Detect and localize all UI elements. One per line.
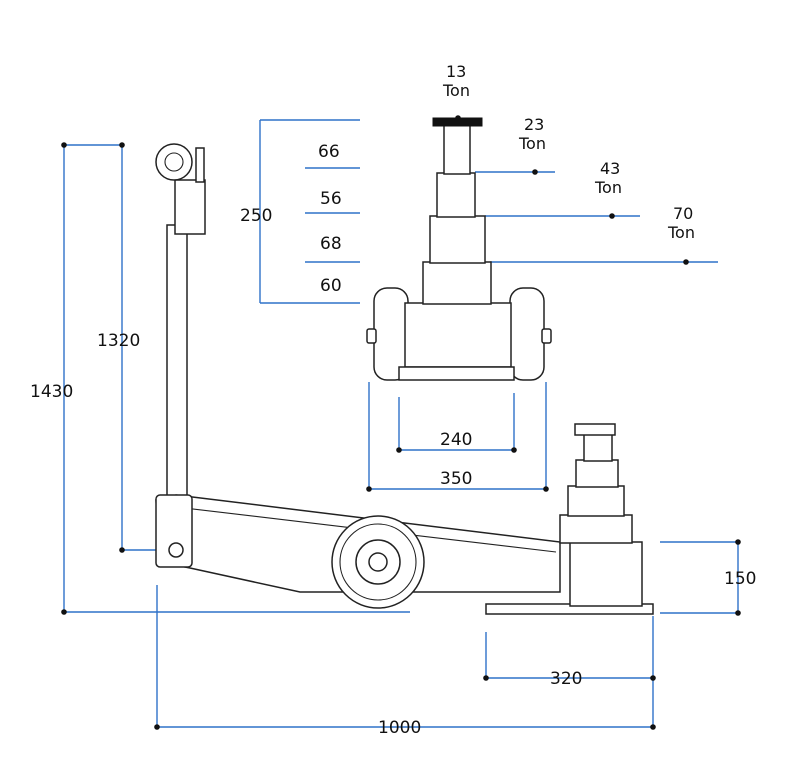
- dot: [483, 675, 489, 681]
- label-inner-width: 240: [440, 430, 472, 450]
- dot: [650, 724, 656, 730]
- label-handle-height: 1320: [97, 331, 140, 351]
- axle-cap-right: [541, 328, 552, 344]
- wheel-rim: [339, 523, 417, 601]
- front-body: [404, 302, 512, 368]
- dot: [396, 447, 402, 453]
- ram-stage-4: [583, 433, 613, 462]
- ext-stage-4: [443, 124, 471, 175]
- label-stroke-total: 250: [240, 206, 272, 226]
- dot: [366, 486, 372, 492]
- label-outer-width: 350: [440, 469, 472, 489]
- handle-valve-block: [174, 179, 206, 235]
- label-stage-1: 66: [318, 142, 340, 162]
- pivot-pin: [168, 542, 184, 558]
- dot: [650, 675, 656, 681]
- dot: [61, 142, 67, 148]
- ext-saddle: [432, 117, 483, 127]
- cylinder-housing: [569, 541, 643, 607]
- jack-front-view: [366, 117, 552, 381]
- capacity-23-unit: Ton: [518, 134, 546, 153]
- dot: [543, 486, 549, 492]
- front-wheel-right: [509, 287, 545, 381]
- wheel-axle: [368, 552, 388, 572]
- label-stage-3: 68: [320, 234, 342, 254]
- saddle: [574, 423, 616, 436]
- dot: [119, 547, 125, 553]
- dot: [735, 539, 741, 545]
- front-wheel-left: [373, 287, 409, 381]
- capacity-13-value: 13: [446, 62, 466, 81]
- ram-stage-2: [567, 485, 625, 517]
- dot: [532, 169, 538, 175]
- ext-stage-3: [436, 172, 476, 218]
- ram-stage-1: [559, 514, 633, 544]
- jack-side-view: [155, 143, 654, 615]
- dot: [609, 213, 615, 219]
- dimension-lines: [63, 119, 739, 728]
- dot: [61, 609, 67, 615]
- label-base-length: 320: [550, 669, 582, 689]
- ext-stage-2: [429, 215, 486, 264]
- capacity-43-value: 43: [600, 159, 620, 178]
- label-stage-2: 56: [320, 189, 342, 209]
- axle-cap-left: [366, 328, 377, 344]
- ram-stage-3: [575, 459, 619, 488]
- capacity-13-unit: Ton: [442, 81, 470, 100]
- dimension-dots: [61, 115, 741, 730]
- front-base: [398, 366, 515, 381]
- handle-bar: [166, 224, 188, 498]
- capacity-70-unit: Ton: [667, 223, 695, 242]
- dimension-labels: 1430 1320 250 66 56 68 60 240 350 150 32…: [30, 142, 756, 738]
- label-base-height: 150: [724, 569, 756, 589]
- label-overall-length: 1000: [378, 718, 421, 738]
- label-total-height: 1430: [30, 382, 73, 402]
- dot: [683, 259, 689, 265]
- dot: [119, 142, 125, 148]
- dot: [511, 447, 517, 453]
- dot: [154, 724, 160, 730]
- capacity-labels: 13 Ton 23 Ton 43 Ton 70 Ton: [442, 62, 695, 242]
- handle-grip: [155, 143, 193, 181]
- ext-stage-1: [422, 261, 492, 305]
- dot: [735, 610, 741, 616]
- capacity-23-value: 23: [524, 115, 544, 134]
- capacity-43-unit: Ton: [594, 178, 622, 197]
- handle-grip-inner: [164, 152, 184, 172]
- capacity-70-value: 70: [673, 204, 693, 223]
- handle-lever: [195, 147, 205, 183]
- label-stage-4: 60: [320, 276, 342, 296]
